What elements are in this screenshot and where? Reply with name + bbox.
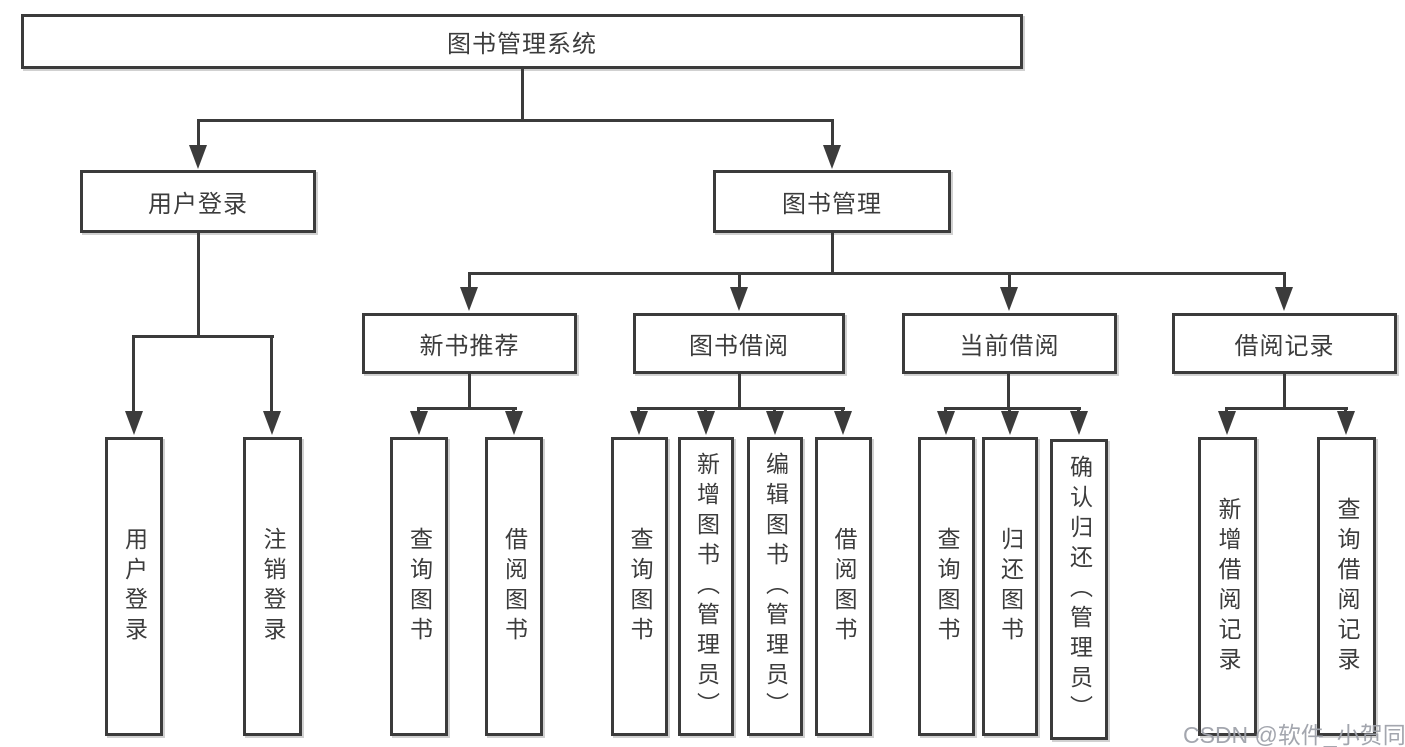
leaf-add-borrow-record: 新增借阅记录 bbox=[1198, 437, 1257, 736]
arrow-down-icon bbox=[766, 411, 784, 435]
arrow-down-icon bbox=[937, 411, 955, 435]
node-current-borrow: 当前借阅 bbox=[902, 313, 1117, 374]
arrow-down-icon bbox=[730, 287, 748, 311]
arrow-down-icon bbox=[263, 411, 281, 435]
leaf-query-books-recommend: 查询图书 bbox=[390, 437, 448, 736]
connector-root-stem bbox=[521, 69, 524, 119]
node-root-library-system: 图书管理系统 bbox=[21, 14, 1023, 69]
arrow-down-icon bbox=[505, 411, 523, 435]
arrow-down-icon bbox=[823, 145, 841, 169]
connector-book-management-bar bbox=[468, 272, 1286, 275]
leaf-user-login: 用户登录 bbox=[105, 437, 163, 736]
arrow-down-icon bbox=[1337, 411, 1355, 435]
arrow-down-icon bbox=[460, 287, 478, 311]
arrow-down-icon bbox=[410, 411, 428, 435]
connector-borrow-records-bar bbox=[1225, 407, 1348, 410]
leaf-edit-book-admin: 编辑图书（管理员） bbox=[747, 437, 803, 736]
node-user-login: 用户登录 bbox=[80, 170, 316, 233]
node-book-management: 图书管理 bbox=[713, 170, 951, 233]
connector-user-login-bar bbox=[132, 335, 274, 338]
leaf-return-books: 归还图书 bbox=[982, 437, 1038, 736]
leaf-query-books-current: 查询图书 bbox=[918, 437, 975, 736]
node-new-book-recommend: 新书推荐 bbox=[362, 313, 577, 374]
leaf-borrow-books-recommend: 借阅图书 bbox=[485, 437, 543, 736]
connector-borrow-records-stem bbox=[1283, 374, 1286, 407]
connector-book-borrow-stem bbox=[738, 374, 741, 407]
leaf-logout: 注销登录 bbox=[243, 437, 302, 736]
arrow-down-icon bbox=[697, 411, 715, 435]
connector-root-bar bbox=[197, 119, 834, 122]
connector-book-management-stem bbox=[831, 233, 834, 272]
connector-drop-borrow-records bbox=[1283, 272, 1286, 289]
arrow-down-icon bbox=[1070, 411, 1088, 435]
connector-book-borrow-bar bbox=[637, 407, 845, 410]
connector-drop-leaf-user-login bbox=[132, 335, 135, 413]
leaf-add-book-admin: 新增图书（管理员） bbox=[678, 437, 734, 736]
leaf-borrow-books: 借阅图书 bbox=[815, 437, 872, 736]
csdn-watermark: CSDN @软件_小贺同学 bbox=[1183, 722, 1405, 747]
connector-drop-book-borrow bbox=[738, 272, 741, 289]
connector-drop-new-books bbox=[468, 272, 471, 289]
connector-drop-leaf-logout bbox=[270, 335, 273, 413]
arrow-down-icon bbox=[189, 145, 207, 169]
node-borrow-records: 借阅记录 bbox=[1172, 313, 1397, 374]
arrow-down-icon bbox=[834, 411, 852, 435]
arrow-down-icon bbox=[1000, 287, 1018, 311]
connector-new-books-bar bbox=[417, 407, 517, 410]
arrow-down-icon bbox=[1001, 411, 1019, 435]
connector-drop-book-management bbox=[831, 119, 834, 147]
arrow-down-icon bbox=[630, 411, 648, 435]
arrow-down-icon bbox=[125, 411, 143, 435]
node-book-borrow: 图书借阅 bbox=[633, 313, 845, 374]
leaf-query-books-borrow: 查询图书 bbox=[611, 437, 668, 736]
leaf-query-borrow-record: 查询借阅记录 bbox=[1317, 437, 1376, 736]
arrow-down-icon bbox=[1218, 411, 1236, 435]
leaf-confirm-return-admin: 确认归还（管理员） bbox=[1050, 439, 1108, 740]
connector-user-login-stem bbox=[197, 233, 200, 335]
connector-current-borrow-bar bbox=[944, 407, 1081, 410]
connector-drop-user-login bbox=[197, 119, 200, 147]
arrow-down-icon bbox=[1275, 287, 1293, 311]
connector-new-books-stem bbox=[468, 374, 471, 407]
connector-drop-current-borrow bbox=[1008, 272, 1011, 289]
connector-current-borrow-stem bbox=[1007, 374, 1010, 407]
